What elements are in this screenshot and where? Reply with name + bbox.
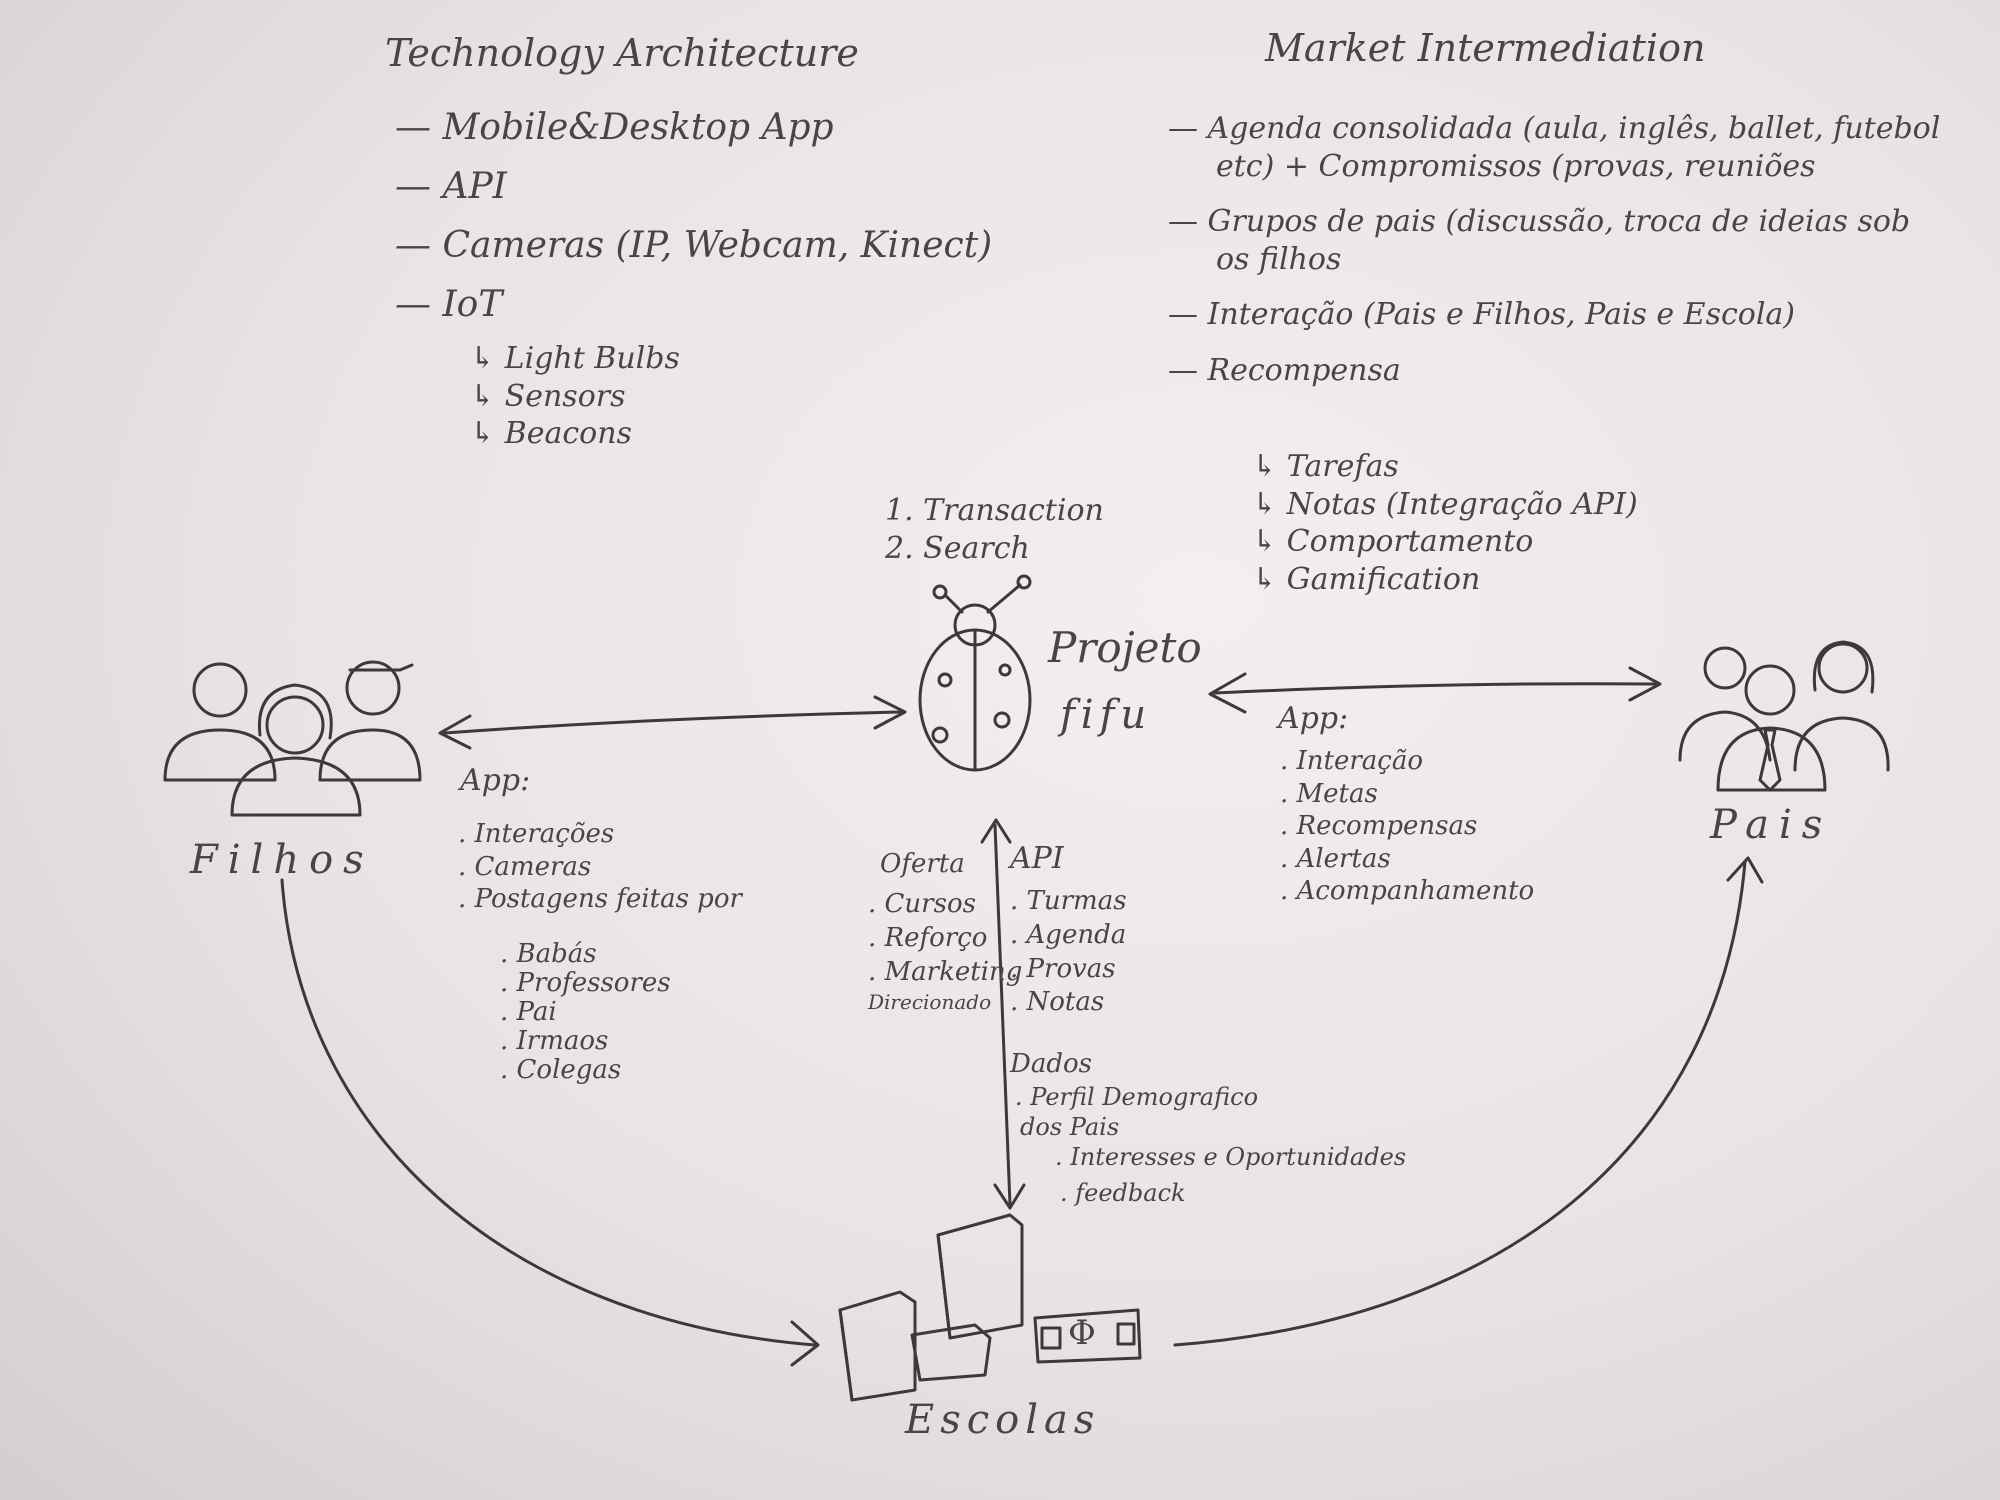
dados-item: . Perfil Demografico — [1015, 1083, 1259, 1111]
reward-sublist: ↳ Tarefas ↳ Notas (Integração API) ↳ Com… — [1252, 448, 1638, 598]
api-item: . Turmas — [1010, 886, 1127, 916]
arrow-filhos-projeto — [438, 695, 907, 750]
api-title: API — [1010, 841, 1064, 876]
school-buildings-icon — [838, 1213, 1024, 1402]
escolas-label: Escolas — [905, 1397, 1101, 1443]
dados-title: Dados — [1010, 1049, 1092, 1079]
iot-sub-item: ↳ Beacons — [470, 416, 632, 451]
market-item: — Interação (Pais e Filhos, Pais e Escol… — [1168, 297, 1796, 332]
filhos-post-item: . Colegas — [500, 1055, 622, 1086]
oferta-item: . Marketing — [868, 956, 1023, 987]
dados-item: . feedback — [1060, 1179, 1186, 1207]
api-list: . Turmas . Agenda . Provas . Notas — [1010, 885, 1127, 1020]
arrow-projeto-pais — [1208, 666, 1662, 714]
reward-sub-item: ↳ Gamification — [1252, 561, 1481, 597]
market-item: — Recompensa — [1168, 352, 1401, 388]
tech-item: — API — [395, 166, 507, 207]
market-item: etc) + Compromissos (provas, reuniões — [1216, 148, 1816, 184]
filhos-app-item: . Interações — [458, 819, 615, 849]
pais-app-item: . Acompanhamento — [1280, 876, 1535, 906]
filhos-label: Filhos — [190, 837, 374, 883]
filhos-app-title: App: — [460, 763, 531, 798]
reward-sub-item: ↳ Tarefas — [1252, 449, 1399, 484]
market-item: os filhos — [1216, 241, 1342, 277]
parents-group-icon — [1678, 640, 1890, 792]
filhos-app-list: . Interações . Cameras . Postagens feita… — [458, 818, 742, 916]
api-item: . Agenda — [1010, 919, 1127, 950]
center-step: 1. Transaction — [885, 493, 1104, 528]
arrow-projeto-escolas — [980, 818, 1026, 1210]
iot-sub-item: ↳ Light Bulbs — [470, 341, 680, 376]
iot-sub-item: ↳ Sensors — [470, 378, 626, 414]
ladybug-icon — [918, 574, 1032, 772]
arrow-filhos-escolas — [280, 878, 820, 1367]
market-title: Market Intermediation — [1265, 26, 1706, 70]
tech-item: — IoT — [395, 284, 503, 325]
pais-app-item: . Alertas — [1280, 843, 1391, 874]
api-item: . Provas — [1010, 953, 1116, 984]
filhos-post-item: . Babás — [500, 939, 597, 969]
filhos-post-item: . Pai — [500, 997, 557, 1028]
project-name-line1: Projeto — [1048, 623, 1202, 672]
iot-sublist: ↳ Light Bulbs ↳ Sensors ↳ Beacons — [470, 340, 680, 453]
tech-item: — Mobile&Desktop App — [395, 107, 834, 148]
filhos-app-item: . Cameras — [458, 851, 592, 882]
pais-app-item: . Metas — [1280, 778, 1378, 809]
dados-item: dos Pais — [1020, 1113, 1120, 1141]
children-group-icon — [163, 660, 422, 817]
tech-title: Technology Architecture — [385, 31, 859, 75]
pais-app-item: . Interação — [1280, 746, 1424, 776]
dados-item: . Interesses e Oportunidades — [1055, 1143, 1407, 1171]
pais-app-item: . Recompensas — [1280, 811, 1478, 841]
pais-app-list: . Interação . Metas . Recompensas . Aler… — [1280, 745, 1534, 908]
center-steps: 1. Transaction 2. Search — [885, 492, 1104, 567]
filhos-app-item: . Postagens feitas por — [458, 884, 742, 914]
tech-item: — Cameras (IP, Webcam, Kinect) — [395, 225, 993, 266]
tech-list: — Mobile&Desktop App — API — Cameras (IP… — [395, 105, 992, 327]
center-step: 2. Search — [885, 530, 1030, 566]
arrow-escolas-pais — [1173, 856, 1764, 1347]
oferta-item: Direcionado — [868, 990, 992, 1015]
oferta-item: . Reforço — [868, 922, 988, 953]
pais-label: Pais — [1710, 802, 1833, 848]
project-name-line2: fifu — [1060, 692, 1153, 738]
market-item: — Agenda consolidada (aula, inglês, ball… — [1168, 111, 1941, 146]
oferta-item: . Cursos — [868, 889, 976, 919]
filhos-post-sublist: . Babás . Professores . Pai . Irmaos . C… — [500, 939, 671, 1086]
oferta-list: . Cursos . Reforço . Marketing Direciona… — [868, 888, 1022, 1015]
pais-app-title: App: — [1278, 701, 1349, 736]
market-list: — Agenda consolidada (aula, inglês, ball… — [1168, 110, 1940, 389]
market-item: — Grupos de pais (discussão, troca de id… — [1168, 204, 1911, 239]
filhos-post-item: . Professores — [500, 968, 671, 999]
reward-sub-item: ↳ Comportamento — [1252, 524, 1534, 559]
reward-sub-item: ↳ Notas (Integração API) — [1252, 486, 1638, 522]
money-symbol: Φ — [1068, 1313, 1096, 1353]
money-bill-icon — [1033, 1308, 1142, 1364]
oferta-title: Oferta — [880, 849, 965, 879]
api-item: . Notas — [1010, 987, 1105, 1018]
filhos-post-item: . Irmaos — [500, 1026, 609, 1057]
